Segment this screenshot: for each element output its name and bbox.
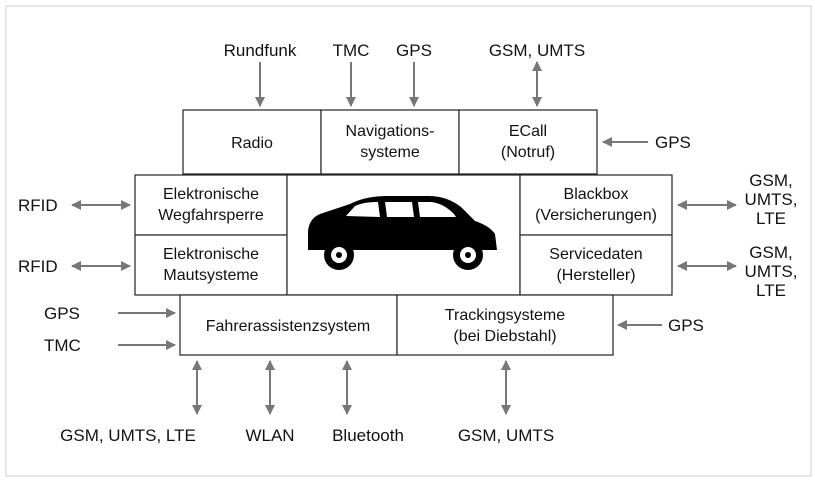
label-rfid-top: RFID xyxy=(18,196,58,215)
label-wlan: WLAN xyxy=(245,426,294,445)
box-service-label-2: (Hersteller) xyxy=(556,267,635,284)
label-tmc-top: TMC xyxy=(333,41,370,60)
box-immobilizer-label-2: Wegfahrsperre xyxy=(158,207,264,224)
box-ecall: ECall (Notruf) xyxy=(458,109,598,175)
box-service: Servicedaten (Hersteller) xyxy=(519,234,673,296)
box-toll-label-2: Mautsysteme xyxy=(163,267,258,284)
label-tmc-left: TMC xyxy=(44,336,81,355)
label-gsm-blackbox-2: UMTS, xyxy=(745,190,798,209)
box-driver-assist-label: Fahrerassistenzsystem xyxy=(206,318,371,335)
label-rfid-bottom: RFID xyxy=(18,257,58,276)
label-gps-tracking: GPS xyxy=(668,316,704,335)
label-gsm-umts-top: GSM, UMTS xyxy=(489,41,585,60)
box-ecall-label-1: ECall xyxy=(509,123,547,140)
box-blackbox: Blackbox (Versicherungen) xyxy=(519,174,673,236)
label-bluetooth: Bluetooth xyxy=(332,426,404,445)
label-rundfunk: Rundfunk xyxy=(224,41,297,60)
box-driver-assist: Fahrerassistenzsystem xyxy=(179,294,398,356)
box-radio-label: Radio xyxy=(231,135,273,152)
label-gps-ecall: GPS xyxy=(655,133,691,152)
label-gsm-service-3: LTE xyxy=(756,281,786,300)
box-blackbox-label-1: Blackbox xyxy=(564,186,629,203)
box-tracking: Trackingsysteme (bei Diebstahl) xyxy=(396,294,614,356)
box-toll-label-1: Elektronische xyxy=(163,246,259,263)
box-toll: Elektronische Mautsysteme xyxy=(134,234,288,296)
box-radio: Radio xyxy=(182,109,322,175)
label-gsm-blackbox-3: LTE xyxy=(756,209,786,228)
label-gsm-service-2: UMTS, xyxy=(745,262,798,281)
box-immobilizer: Elektronische Wegfahrsperre xyxy=(134,174,288,236)
box-tracking-label-2: (bei Diebstahl) xyxy=(453,328,556,345)
label-gps-left: GPS xyxy=(44,304,80,323)
box-ecall-label-2: (Notruf) xyxy=(501,144,555,161)
box-immobilizer-label-1: Elektronische xyxy=(163,186,259,203)
label-gsm-umts-bottom: GSM, UMTS xyxy=(458,426,554,445)
box-navigation: Navigations- systeme xyxy=(320,109,460,175)
car-silhouette-icon xyxy=(308,196,497,270)
box-navigation-label-1: Navigations- xyxy=(346,123,435,140)
box-service-label-1: Servicedaten xyxy=(549,246,642,263)
figure-frame xyxy=(5,5,812,477)
box-tracking-label-1: Trackingsysteme xyxy=(445,307,565,324)
label-gsm-blackbox-1: GSM, xyxy=(749,171,792,190)
label-gsm-service-1: GSM, xyxy=(749,243,792,262)
label-gsm-umts-lte-bottom: GSM, UMTS, LTE xyxy=(60,426,196,445)
connection-arrows xyxy=(71,61,737,415)
box-navigation-label-2: systeme xyxy=(360,144,420,161)
label-gps-top: GPS xyxy=(396,41,432,60)
box-blackbox-label-2: (Versicherungen) xyxy=(535,207,657,224)
